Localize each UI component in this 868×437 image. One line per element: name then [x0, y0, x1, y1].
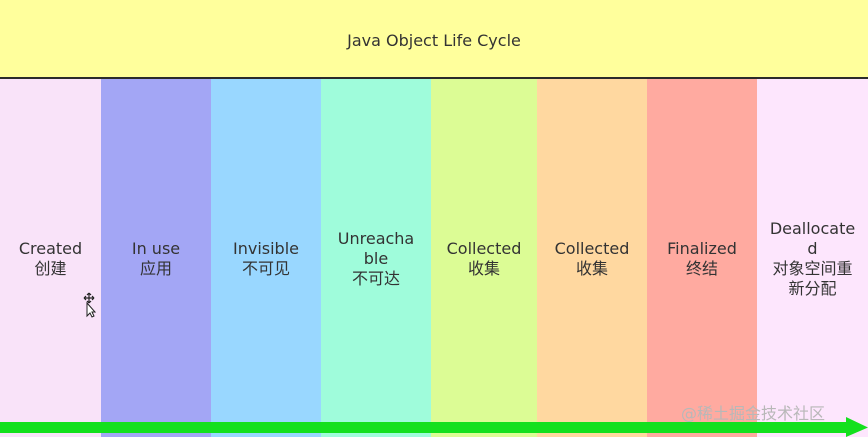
stage-name: Collected — [446, 239, 522, 258]
stage-name-chinese: 不可达 — [351, 269, 400, 288]
stage-name: In use — [131, 239, 181, 258]
arrow-shaft — [0, 422, 846, 433]
stage-name-chinese: 创建 — [34, 259, 67, 278]
stage-name: Finalized — [667, 239, 737, 258]
stage-name-chinese: 不可见 — [241, 259, 290, 278]
stage-name: d — [807, 239, 818, 258]
stage-name-chinese: 收集 — [575, 259, 608, 278]
arrow-head — [846, 417, 868, 437]
stage-name: ble — [363, 249, 389, 268]
watermark: @稀土掘金技术社区 — [681, 404, 826, 423]
move-cursor-icon — [82, 292, 97, 318]
stage-name-chinese: 收集 — [467, 259, 500, 278]
stage-name-chinese: 应用 — [139, 259, 172, 278]
diagram-header: Java Object Life Cycle — [0, 0, 868, 79]
stage-name: Collected — [554, 239, 630, 258]
stage-name-chinese: 新分配 — [788, 279, 837, 298]
stage-name-chinese: 对象空间重 — [772, 259, 853, 278]
stage-name: Invisible — [233, 239, 299, 258]
stage-name: Created — [18, 239, 83, 258]
stage-name: Deallocate — [769, 219, 856, 238]
timeline-arrow — [0, 417, 868, 437]
diagram-title: Java Object Life Cycle — [347, 31, 521, 50]
stage-name-chinese: 终结 — [685, 259, 718, 278]
stage-name: Unreacha — [337, 229, 415, 248]
